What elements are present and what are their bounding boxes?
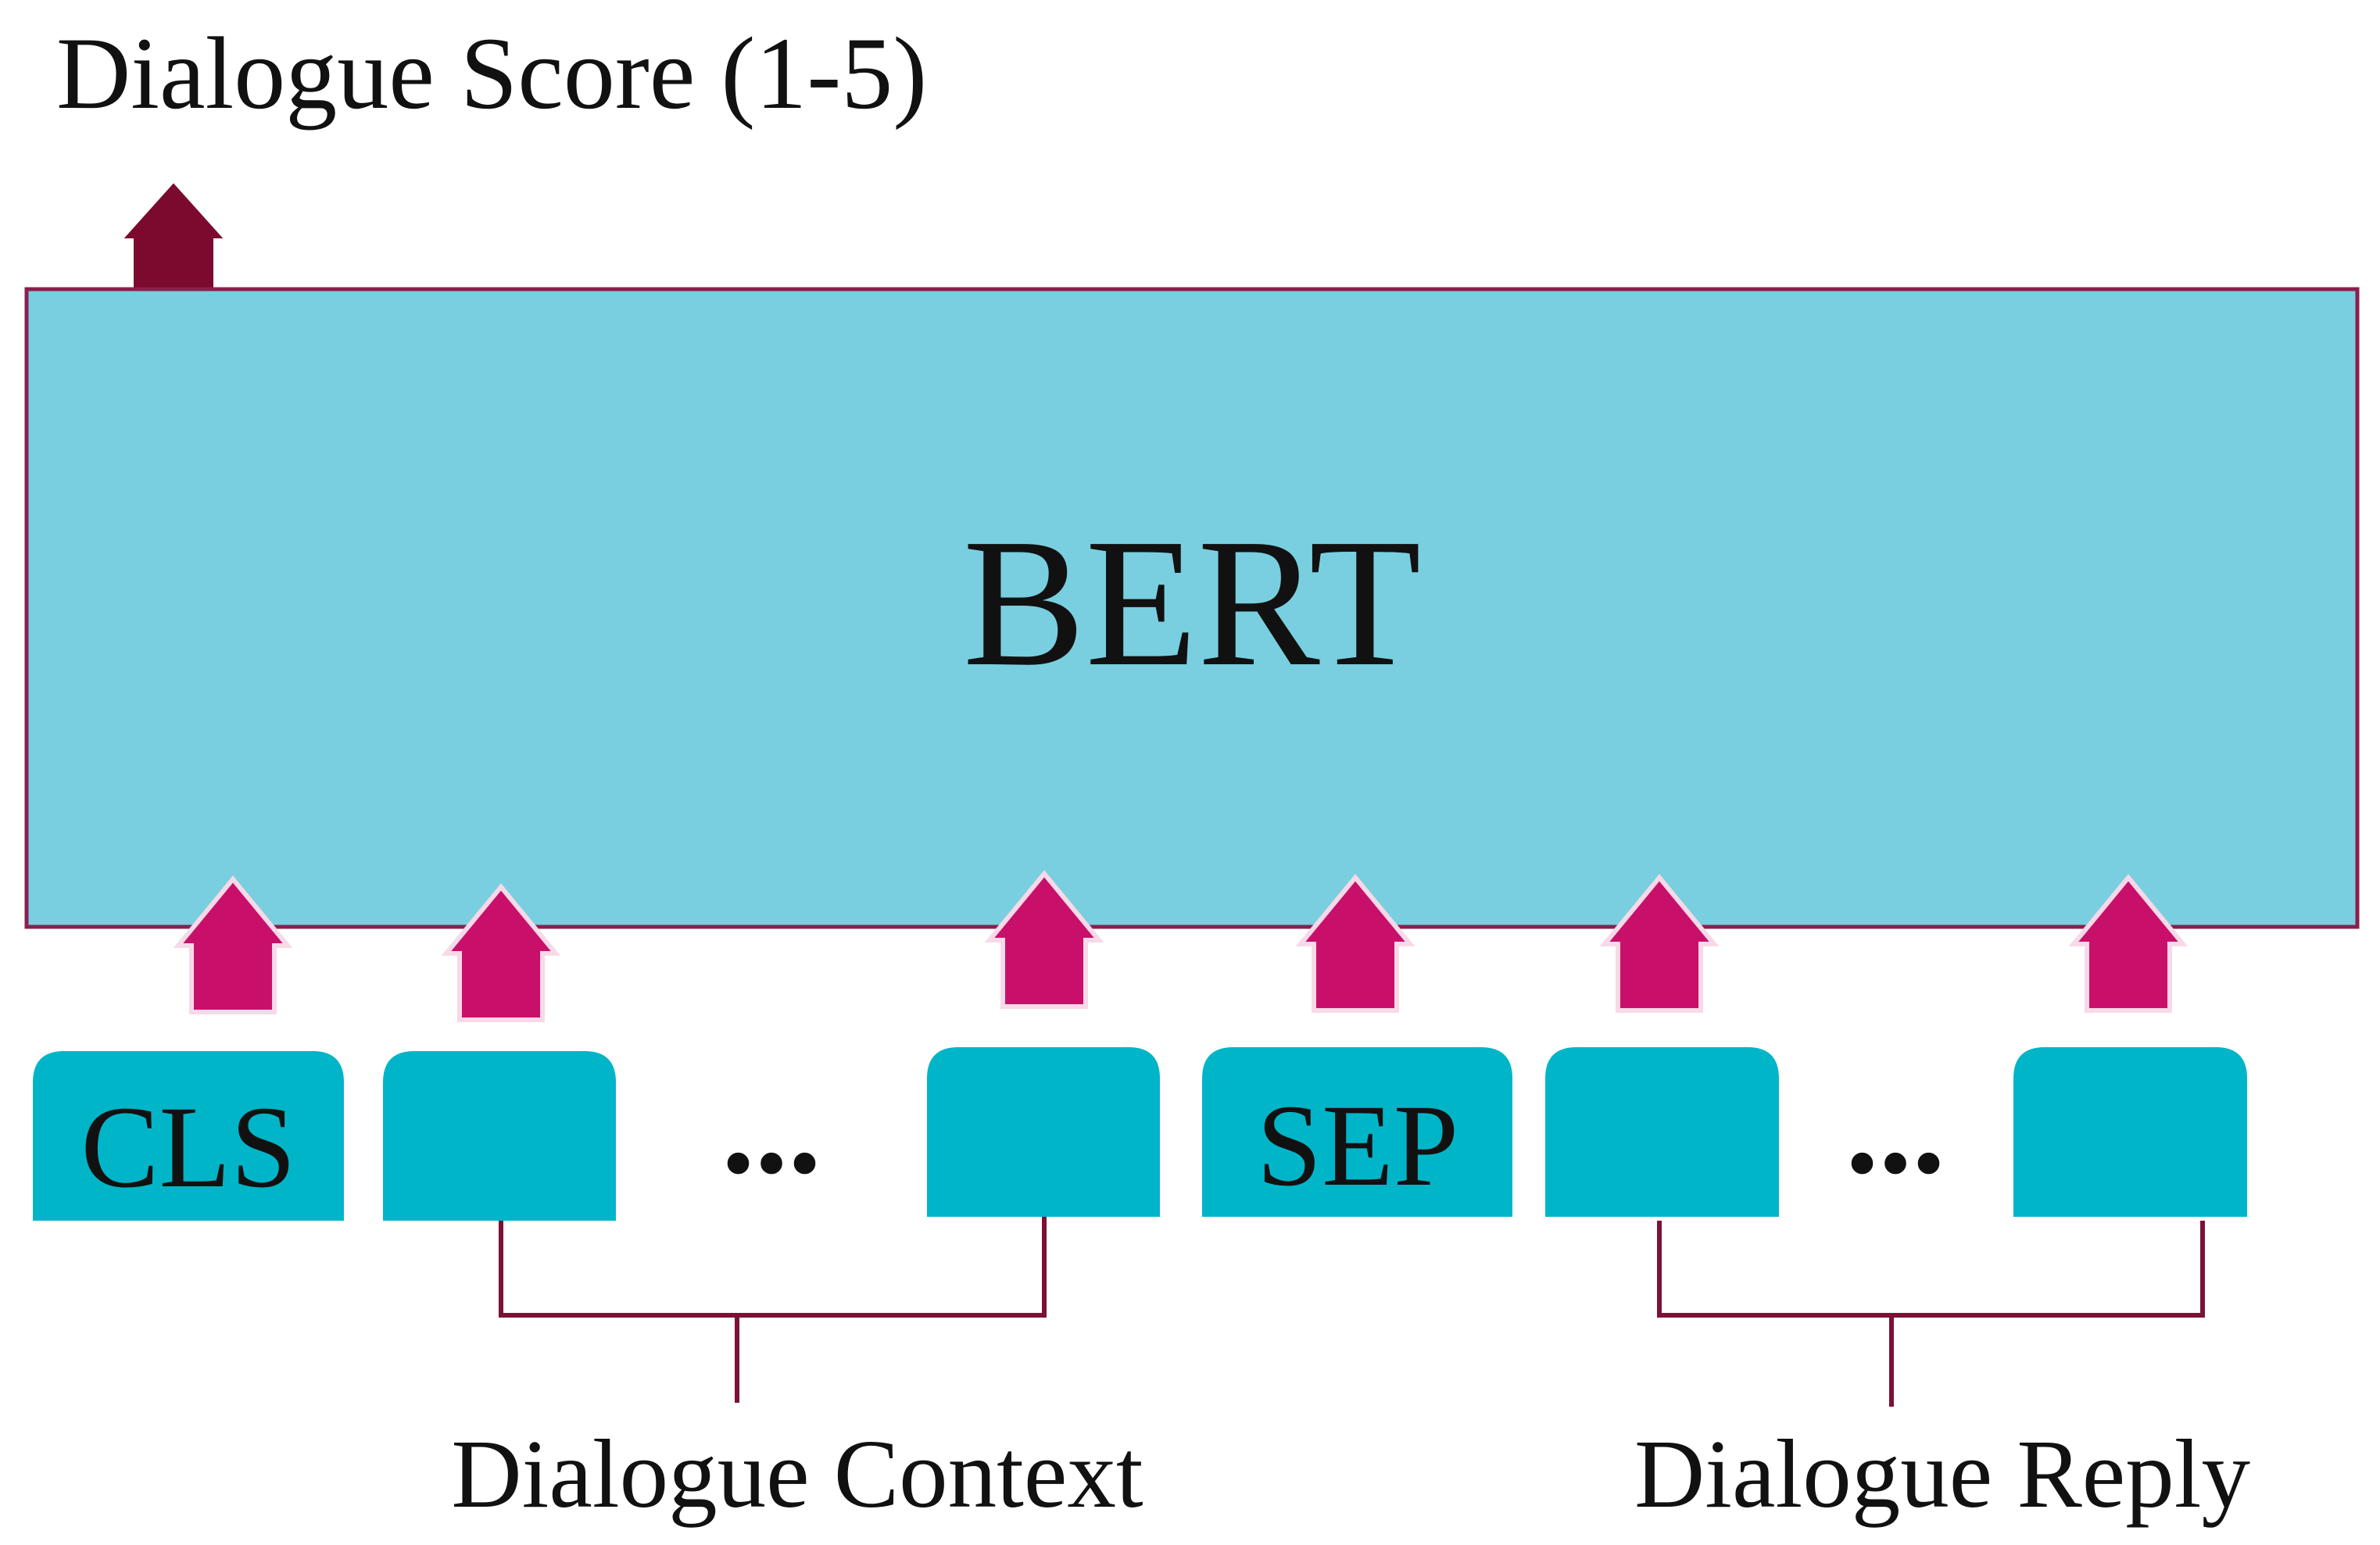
token-cls-label: CLS (81, 1082, 295, 1212)
token-context-last-box (927, 1047, 1160, 1217)
context-bracket (499, 1217, 1047, 1318)
dialogue-reply-label: Dialogue Reply (1634, 1421, 2251, 1529)
token-row (33, 1047, 2247, 1221)
input-arrows (173, 870, 2189, 1022)
context-ellipsis: ... (721, 1054, 821, 1201)
bert-label: BERT (963, 501, 1421, 704)
token-reply-first-box (1545, 1047, 1779, 1217)
reply-bracket (1657, 1221, 2205, 1318)
token-sep-box (1202, 1047, 1512, 1217)
bert-model-box (24, 287, 2360, 929)
token-context-first-box (383, 1051, 616, 1221)
token-cls-box (33, 1051, 344, 1221)
input-arrow-reply-first (1599, 874, 1720, 1013)
input-arrow-context-first (441, 883, 561, 1022)
output-score-label: Dialogue Score (1-5) (56, 16, 927, 131)
token-sep-label: SEP (1257, 1081, 1458, 1211)
dialogue-context-label: Dialogue Context (451, 1421, 1143, 1529)
input-arrow-cls (173, 875, 293, 1014)
input-arrow-reply-last (2068, 874, 2189, 1013)
input-arrow-sep (1295, 874, 1415, 1013)
input-arrow-context-last (984, 870, 1104, 1009)
token-reply-last-box (2013, 1047, 2247, 1217)
reply-ellipsis: ... (1845, 1054, 1945, 1201)
